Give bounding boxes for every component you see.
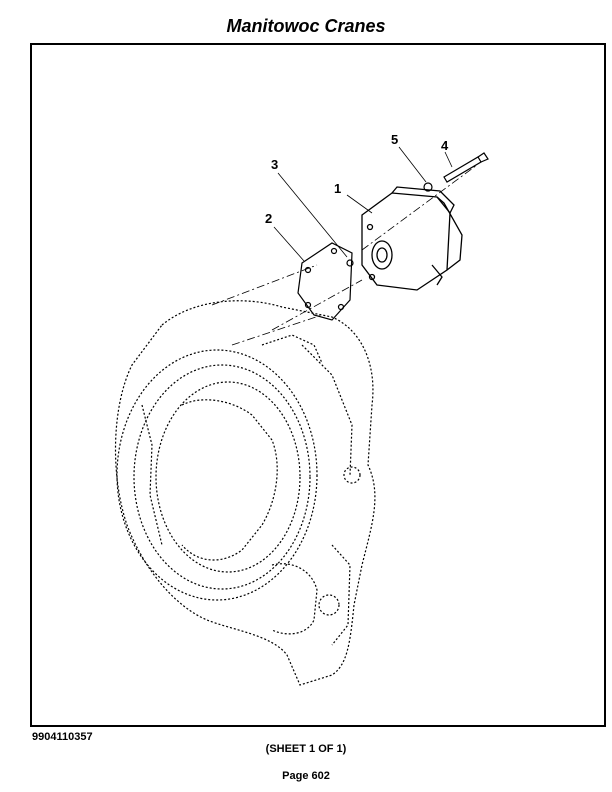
callout-5: 5 — [391, 132, 398, 147]
sheet-indicator: (SHEET 1 OF 1) — [265, 743, 347, 755]
housing-bore-inner — [155, 381, 301, 573]
o-ring-part — [346, 259, 354, 267]
page-number: Page 602 — [282, 770, 330, 782]
drawing-frame: 1 2 3 4 5 — [30, 43, 606, 727]
transmission-housing — [114, 300, 376, 686]
document-number: 9904110357 — [32, 731, 93, 743]
page-title: Manitowoc Cranes — [226, 16, 386, 36]
callout-3: 3 — [271, 157, 278, 172]
callout-2: 2 — [265, 211, 272, 226]
exploded-parts-drawing: 1 2 3 4 5 — [114, 132, 489, 686]
pump-part — [361, 192, 451, 291]
callout-1: 1 — [334, 181, 341, 196]
gasket-part — [297, 242, 353, 321]
washer-part — [423, 182, 433, 192]
callout-4: 4 — [441, 138, 449, 153]
bolt-part — [443, 156, 482, 183]
housing-bore-outer — [116, 349, 318, 601]
housing-bore-mid — [133, 364, 311, 590]
